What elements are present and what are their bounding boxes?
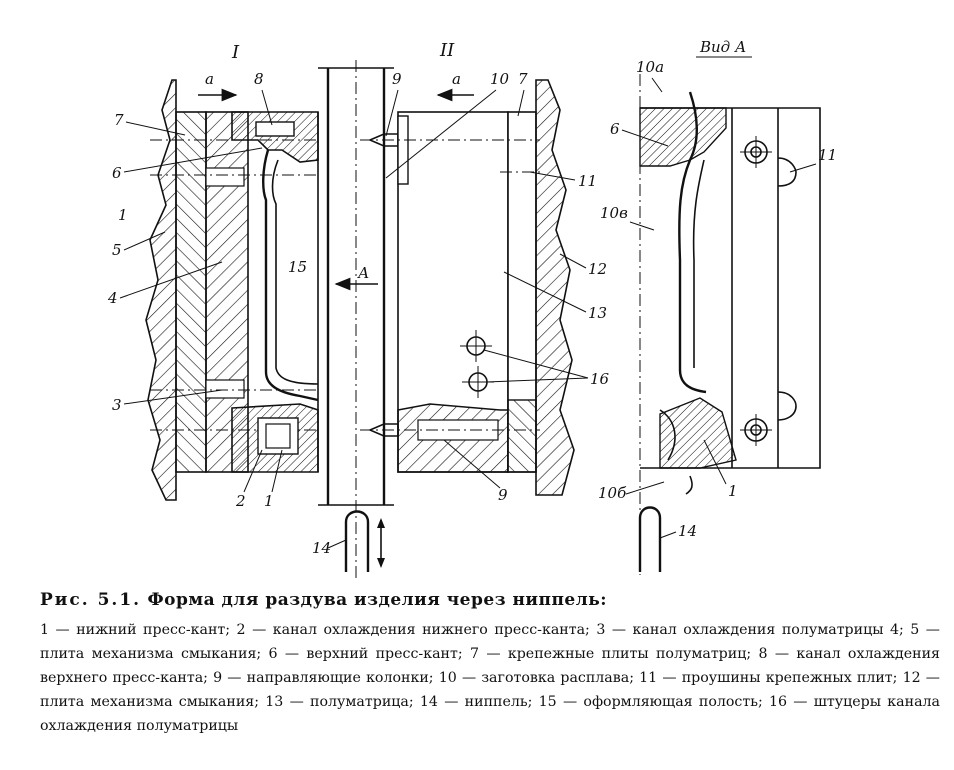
callout-14-view-a: 14	[678, 522, 697, 540]
callout-9-lower: 9	[498, 486, 508, 504]
callout-4: 4	[107, 289, 118, 307]
technical-drawing: I а 15 7 8 6 1 5	[107, 38, 837, 580]
view-a: Вид А 10а 6 11 10в 10б 1	[598, 38, 837, 575]
parison-10: А	[318, 60, 394, 580]
upper-cooling-channel-8	[255, 121, 295, 137]
view-a-arrow-label: А	[357, 264, 369, 282]
callout-5: 5	[112, 241, 122, 259]
callout-14: 14	[312, 539, 331, 557]
cooling-channel-upper	[205, 167, 245, 187]
view-2: II а 9 10 7 11 12 13	[360, 40, 610, 504]
callout-10: 10	[490, 70, 510, 88]
figure-caption: Рис. 5.1. Форма для раздува изделия чере…	[40, 590, 940, 738]
caption-title-line: Рис. 5.1. Форма для раздува изделия чере…	[40, 590, 940, 610]
view-a-label: Вид А	[699, 38, 746, 56]
callout-10b: 10б	[598, 484, 627, 502]
callout-2: 2	[235, 492, 246, 510]
view-1-label: I	[231, 42, 240, 63]
callout-11: 11	[578, 172, 597, 190]
callout-15: 15	[288, 258, 307, 276]
arrow-a-label: а	[205, 70, 214, 88]
cooling-channel-lower	[205, 379, 245, 399]
callout-9-upper: 9	[392, 70, 402, 88]
callout-10v: 10в	[600, 204, 628, 222]
mounting-plate-7	[175, 111, 207, 473]
clamp-plate-12	[535, 79, 575, 496]
arrow-a2-label: а	[452, 70, 461, 88]
forming-cavity-15	[262, 149, 319, 402]
callout-12: 12	[588, 260, 607, 278]
callout-13: 13	[588, 304, 607, 322]
callout-1-view-a: 1	[728, 482, 738, 500]
nipple-14: 14	[312, 510, 385, 572]
callout-6: 6	[112, 164, 122, 182]
callout-8: 8	[254, 70, 264, 88]
callout-3: 3	[112, 396, 122, 414]
callout-10a: 10а	[636, 58, 664, 76]
callout-7-right: 7	[518, 70, 528, 88]
caption-legend: 1 — нижний пресс-кант; 2 — канал охлажде…	[40, 622, 940, 734]
callout-1-upper: 1	[118, 206, 128, 224]
callout-11-view-a: 11	[818, 146, 837, 164]
view-2-label: II	[439, 40, 455, 61]
caption-title: Форма для раздува изделия через ниппель:	[147, 590, 608, 610]
callout-16: 16	[590, 370, 610, 388]
callout-6-view-a: 6	[610, 120, 620, 138]
view-1: I а 15 7 8 6 1 5	[107, 42, 319, 510]
clamp-plate-5	[145, 79, 177, 501]
callout-7: 7	[114, 111, 124, 129]
callout-1-lower: 1	[264, 492, 274, 510]
caption-prefix: Рис. 5.1.	[40, 590, 142, 610]
